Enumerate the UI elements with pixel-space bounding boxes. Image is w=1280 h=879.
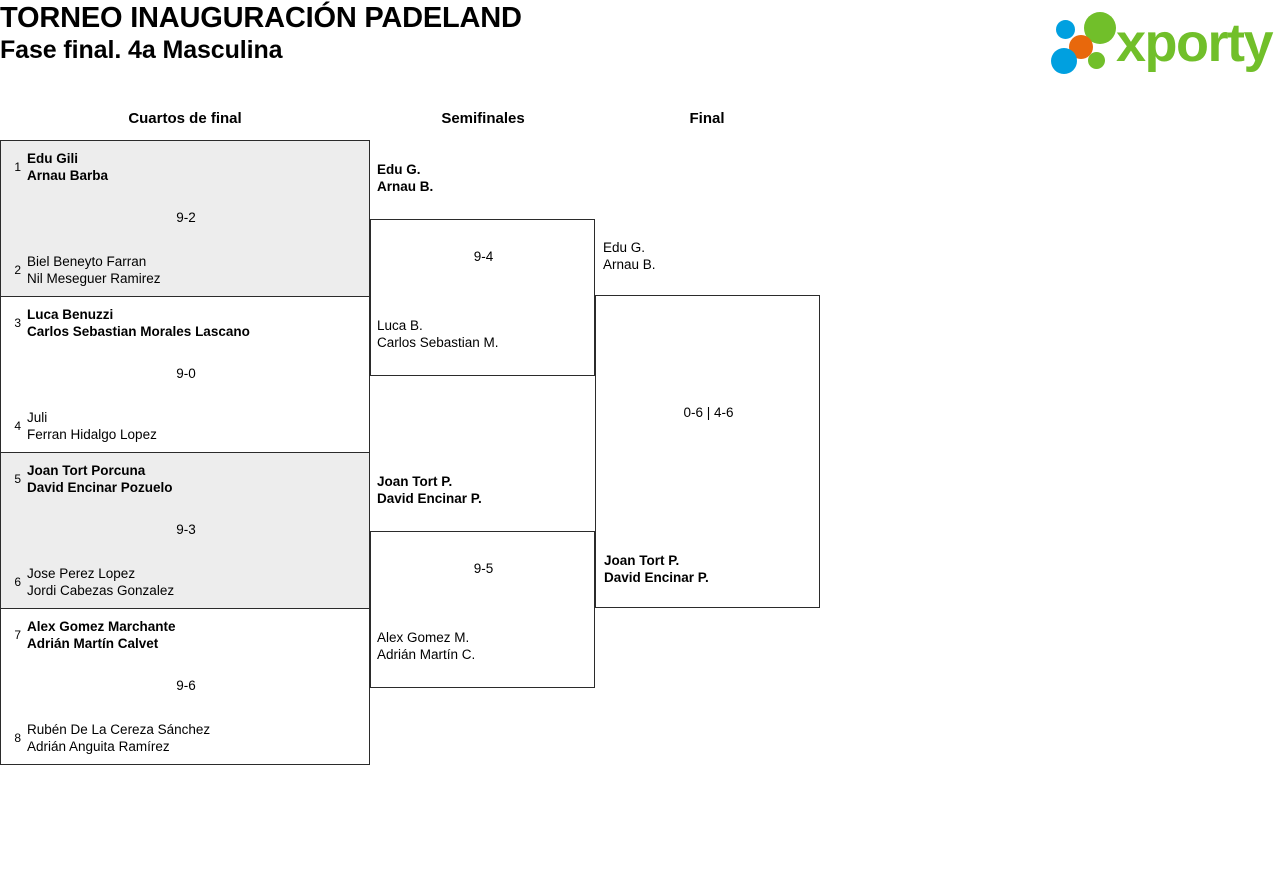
match-box-qf2[interactable]: 3 Luca Benuzzi Carlos Sebastian Morales … — [0, 296, 370, 453]
match-score: 9-3 — [176, 522, 196, 537]
round-header-final: Final — [689, 110, 725, 127]
match-score: 0-6 | 4-6 — [683, 405, 734, 420]
semifinal-2-top-team-line2: David Encinar P. — [377, 491, 482, 506]
seed-number: 5 — [14, 472, 21, 486]
seed-number: 3 — [14, 316, 21, 330]
logo-dot-blue-large-icon — [1051, 48, 1077, 74]
team-name-line1: Alex Gomez Marchante — [27, 619, 176, 634]
seed-number: 1 — [14, 160, 21, 174]
match-box-sf1[interactable]: 9-4 Luca B. Carlos Sebastian M. — [370, 219, 595, 376]
team-name-line2: David Encinar Pozuelo — [27, 480, 173, 495]
team-name-line1: Alex Gomez M. — [377, 630, 470, 645]
tournament-phase: Fase final. 4a Masculina — [0, 36, 283, 64]
team-name-line1: Joan Tort Porcuna — [27, 463, 146, 478]
team-name-line1: Biel Beneyto Farran — [27, 254, 147, 269]
page-title: TORNEO INAUGURACIÓN PADELAND Fase final.… — [0, 2, 522, 66]
logo-dots-icon — [1046, 12, 1126, 74]
seed-number: 4 — [14, 419, 21, 433]
logo-wordmark: xporty — [1116, 13, 1274, 73]
match-box-qf1[interactable]: 1 Edu Gili Arnau Barba 9-2 2 Biel Beneyt… — [0, 140, 370, 297]
match-box-sf2[interactable]: 9-5 Alex Gomez M. Adrián Martín C. — [370, 531, 595, 688]
team-name-line2: Adrián Martín C. — [377, 647, 476, 662]
tournament-name: TORNEO INAUGURACIÓN PADELAND — [0, 2, 522, 34]
team-name-line2: Arnau Barba — [27, 168, 109, 183]
seed-number: 7 — [14, 628, 21, 642]
seed-number: 2 — [14, 263, 21, 277]
final-top-team-line1: Edu G. — [603, 240, 646, 255]
seed-number: 6 — [14, 575, 21, 589]
match-score: 9-5 — [473, 561, 494, 576]
semifinal-2-top-team-line1: Joan Tort P. — [377, 474, 453, 489]
round-header-quarterfinals: Cuartos de final — [128, 110, 242, 127]
team-name-line1: Juli — [27, 410, 48, 425]
team-name-line2: Adrián Martín Calvet — [27, 636, 159, 651]
team-name-line1: Luca B. — [377, 318, 423, 333]
team-name-line2: Nil Meseguer Ramirez — [27, 271, 161, 286]
xporty-logo: xporty — [1046, 12, 1274, 74]
team-name-line1: Rubén De La Cereza Sánchez — [27, 722, 211, 737]
team-name-line2: Carlos Sebastian M. — [377, 335, 499, 350]
match-score: 9-2 — [176, 210, 196, 225]
team-name-line2: Ferran Hidalgo Lopez — [27, 427, 157, 442]
team-name-line2: Carlos Sebastian Morales Lascano — [27, 324, 250, 339]
team-name-line1: Edu Gili — [27, 151, 79, 166]
team-name-line2: Jordi Cabezas Gonzalez — [27, 583, 175, 598]
team-name-line1: Jose Perez Lopez — [27, 566, 136, 581]
seed-number: 8 — [14, 731, 21, 745]
logo-dot-blue-small-icon — [1056, 20, 1075, 39]
match-box-final[interactable]: 0-6 | 4-6 Joan Tort P. David Encinar P. — [595, 295, 820, 608]
team-name-line2: Adrián Anguita Ramírez — [27, 739, 170, 754]
semifinal-1-top-team-line2: Arnau B. — [377, 179, 434, 194]
champion-team-line2: David Encinar P. — [604, 570, 709, 585]
round-header-semifinals: Semifinales — [441, 110, 525, 127]
match-score: 9-4 — [473, 249, 494, 264]
final-top-team-line2: Arnau B. — [603, 257, 656, 272]
match-box-qf3[interactable]: 5 Joan Tort Porcuna David Encinar Pozuel… — [0, 452, 370, 609]
logo-dot-green-small-icon — [1088, 52, 1105, 69]
team-name-line1: Luca Benuzzi — [27, 307, 114, 322]
semifinal-1-top-team-line1: Edu G. — [377, 162, 421, 177]
match-score: 9-6 — [176, 678, 196, 693]
match-box-qf4[interactable]: 7 Alex Gomez Marchante Adrián Martín Cal… — [0, 608, 370, 765]
match-score: 9-0 — [176, 366, 196, 381]
champion-team-line1: Joan Tort P. — [604, 553, 680, 568]
